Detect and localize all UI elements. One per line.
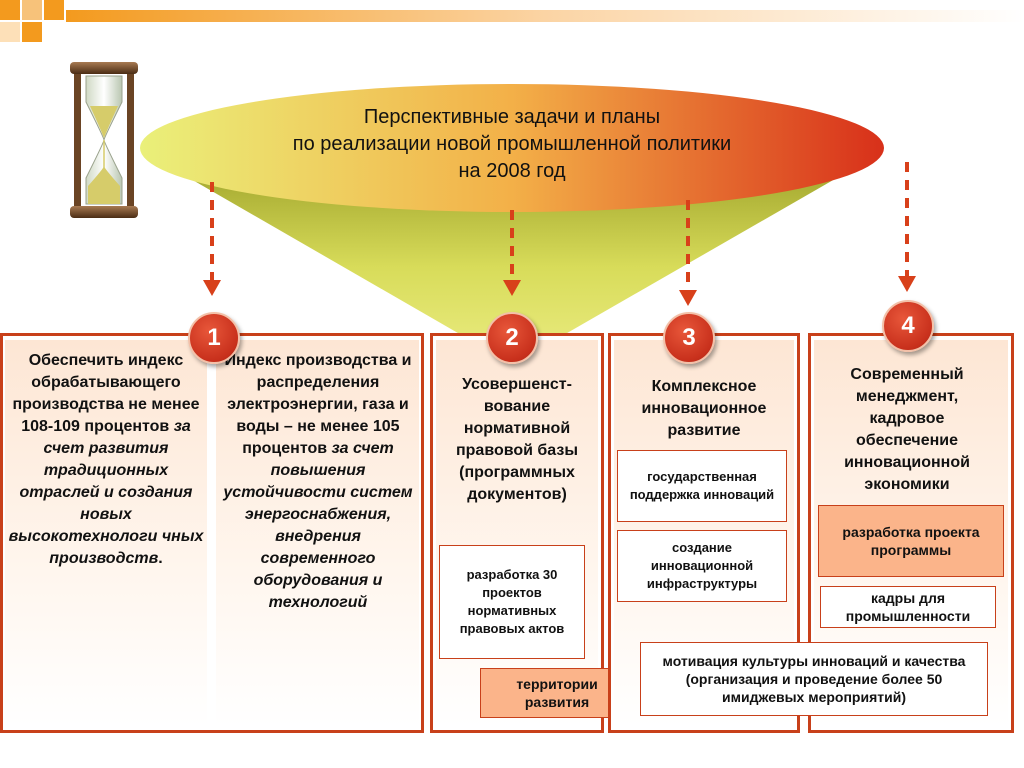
column-4-box-program: разработка проекта программы [818, 505, 1004, 577]
top-decoration-bar [0, 0, 1024, 46]
column-3-box-infrastructure: создание инновационной инфраструктуры [617, 530, 787, 602]
column-1-right-text: Индекс производства и распределения элек… [223, 352, 413, 611]
column-3-heading: Комплексное инновационное развитие [641, 378, 767, 439]
dashed-arrows [210, 162, 909, 290]
number-badge-4: 4 [882, 300, 934, 352]
column-2-box-acts: разработка 30 проектов нормативных право… [439, 545, 585, 659]
column-3-box-support: государственная поддержка инноваций [617, 450, 787, 522]
column-1-right-panel [216, 340, 419, 726]
number-badge-2: 2 [486, 312, 538, 364]
column-3-box-motivation: мотивация культуры инноваций и качества … [640, 642, 988, 716]
column-4-heading: Современный менеджмент, кадровое обеспеч… [844, 366, 970, 493]
page-title: Перспективные задачи и планы по реализац… [220, 104, 804, 185]
number-badge-1: 1 [188, 312, 240, 364]
column-2-panel [436, 340, 598, 726]
hourglass-icon [70, 62, 138, 218]
number-badge-3: 3 [663, 312, 715, 364]
title-line-2: по реализации новой промышленной политик… [292, 133, 732, 155]
column-4-box-personnel: кадры для промышленности [820, 586, 996, 628]
title-line-1: Перспективные задачи и планы [363, 106, 661, 128]
column-1-left-text: Обеспечить индекс обрабатывающего произв… [8, 352, 204, 567]
column-2-heading: Усовершенст-вование нормативной правовой… [455, 376, 578, 503]
title-line-3: на 2008 год [458, 160, 566, 182]
column-1-left-panel [5, 340, 207, 726]
